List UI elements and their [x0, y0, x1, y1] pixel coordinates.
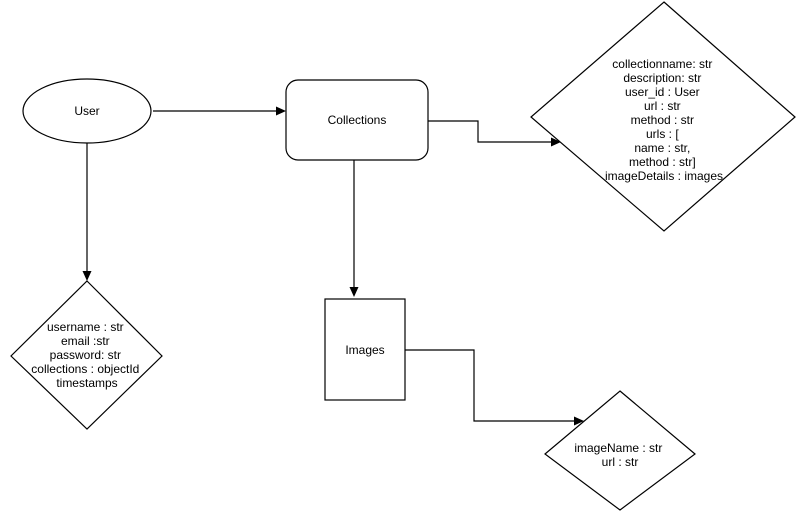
images-label: Images — [345, 343, 384, 357]
user-schema-text: username : str email :str password: str … — [31, 320, 142, 390]
collections-schema-text: collectionname: str description: str use… — [605, 57, 723, 183]
arrowhead — [82, 271, 92, 281]
user-schema-diamond: username : str email :str password: str … — [10, 280, 163, 430]
edge-collections-to-collections-schema — [428, 120, 553, 143]
collections-entity: Collections — [285, 79, 429, 161]
user-label: User — [74, 104, 99, 118]
edges — [82, 106, 584, 426]
arrowhead — [574, 416, 584, 426]
images-schema-diamond: imageName : str url : str — [544, 390, 696, 511]
collections-label: Collections — [328, 113, 387, 127]
images-schema-text: imageName : str url : str — [574, 441, 665, 469]
user-entity: User — [22, 78, 152, 144]
edge-images-to-images-schema — [405, 349, 576, 422]
arrowhead — [276, 106, 286, 116]
collections-schema-diamond: collectionname: str description: str use… — [530, 1, 796, 232]
arrowhead — [349, 287, 359, 297]
images-entity: Images — [324, 298, 406, 401]
arrowhead — [551, 137, 561, 147]
